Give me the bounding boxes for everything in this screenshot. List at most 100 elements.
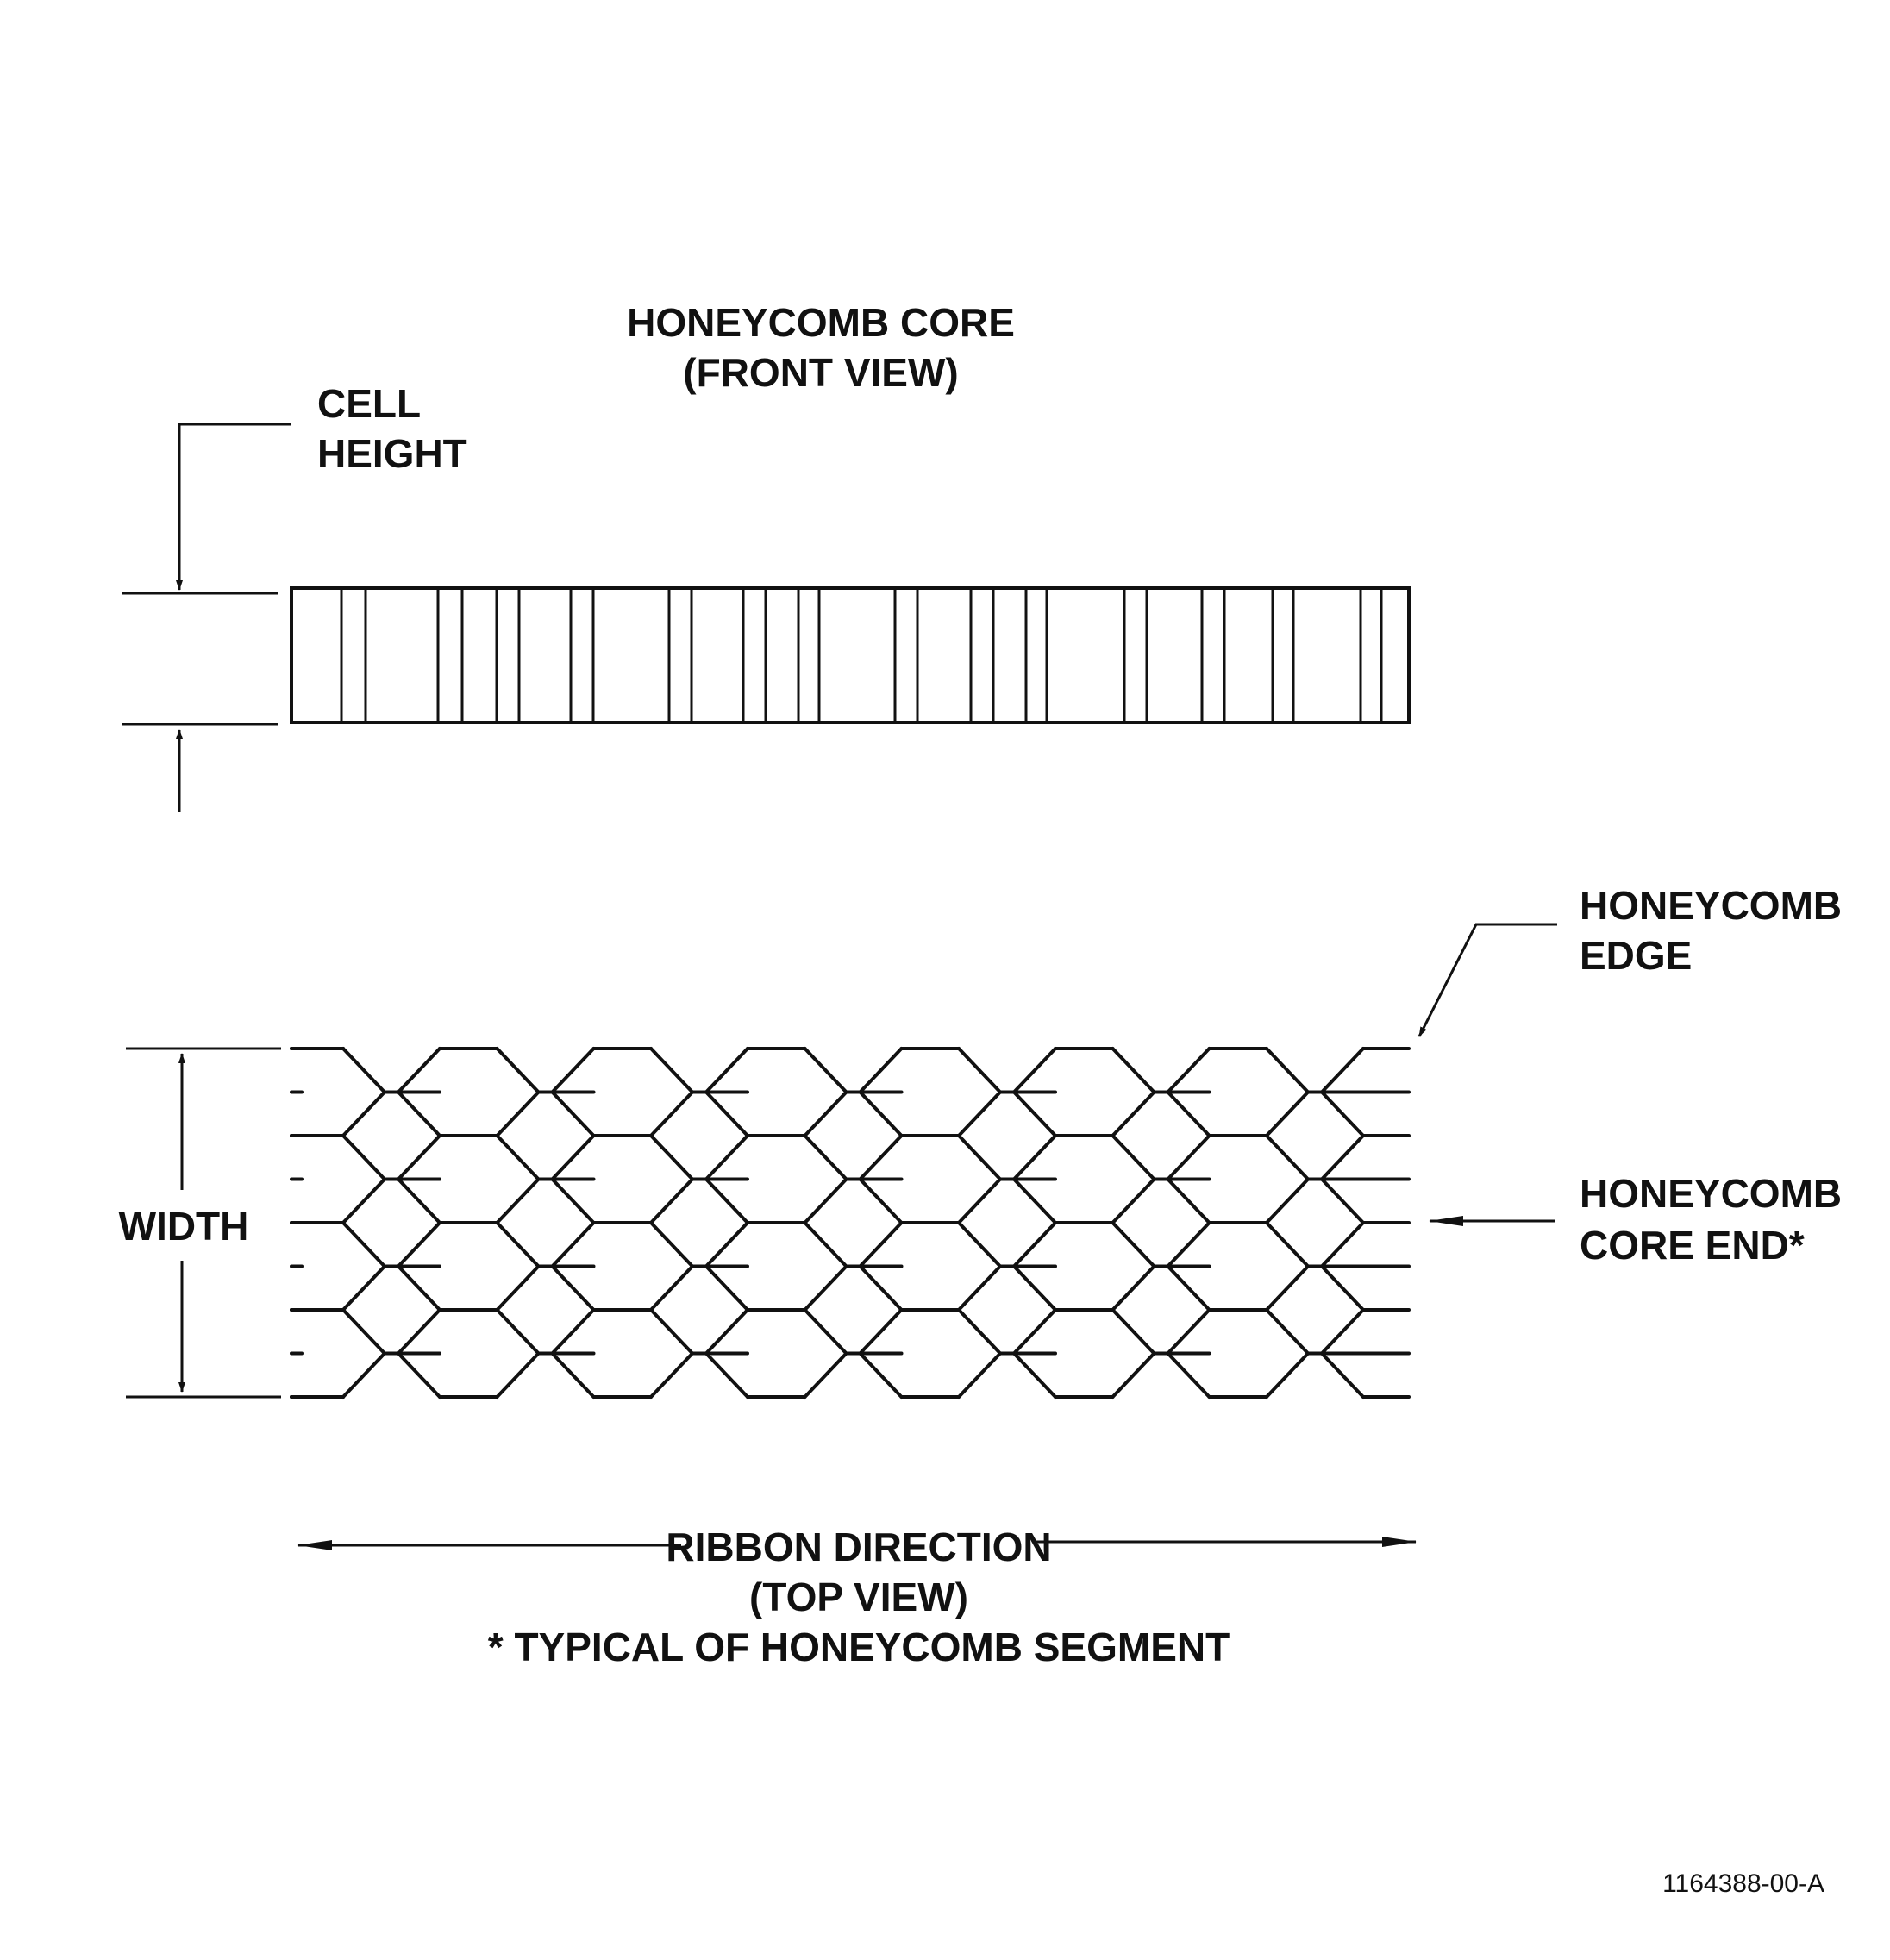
hex-edge [858,1221,904,1268]
hex-edge [1111,1090,1156,1137]
hex-edge [957,1047,1002,1094]
hex-edge [1012,1221,1057,1268]
hex-edge [858,1264,904,1312]
hex-edge [1265,1351,1310,1399]
hex-edge [649,1134,694,1181]
hex-edge [1012,1351,1057,1399]
hex-edge [1166,1047,1211,1094]
hex-edge [397,1090,441,1137]
hex-edge [495,1134,541,1181]
hex-edge [1166,1134,1211,1181]
hex-edge [1111,1351,1156,1399]
hex-edge [957,1351,1002,1399]
front-view-title: HONEYCOMB CORE [627,300,1015,345]
hex-edge [550,1177,596,1224]
hex-edge [957,1264,1002,1312]
hex-edge [495,1177,541,1224]
hex-edge [495,1351,541,1399]
hex-edge [1320,1351,1365,1399]
hex-edge [649,1090,694,1137]
hex-edge [1166,1308,1211,1356]
hex-edge [397,1308,441,1356]
hex-edge [803,1090,848,1137]
cell-height-label-line2: HEIGHT [317,431,467,476]
hex-edge [803,1134,848,1181]
hex-edge [858,1177,904,1224]
hex-edge [1320,1221,1365,1268]
front-view-core [290,586,1411,724]
hex-edge [1111,1177,1156,1224]
hex-edge [704,1177,749,1224]
hex-edge [397,1351,441,1399]
core-end-label-line1: HONEYCOMB [1580,1171,1842,1216]
top-view-subtitle: (TOP VIEW) [749,1575,968,1619]
hex-edge [397,1177,441,1224]
front-view-cell-walls [340,590,1383,721]
hex-edge [550,1308,596,1356]
hex-edge [1265,1177,1310,1224]
ribbon-direction-label: RIBBON DIRECTION [666,1525,1051,1569]
hex-edge [495,1221,541,1268]
hex-edge [704,1308,749,1356]
hex-edge [341,1308,386,1356]
hex-edge [550,1221,596,1268]
hex-edge [704,1351,749,1399]
hex-edge [495,1047,541,1094]
hex-edge [1012,1264,1057,1312]
hex-edge [1012,1308,1057,1356]
hex-edge [704,1221,749,1268]
hex-edge [1320,1134,1365,1181]
hex-edge [1320,1264,1365,1312]
hex-edge [550,1134,596,1181]
hex-edge [858,1134,904,1181]
hex-edge [341,1090,386,1137]
hex-edge [1012,1090,1057,1137]
hex-edge [1111,1264,1156,1312]
hex-edge [704,1134,749,1181]
hex-edge [858,1351,904,1399]
hex-edge [858,1047,904,1094]
hex-edge [341,1351,386,1399]
hex-edge [341,1221,386,1268]
hex-edge [495,1264,541,1312]
hex-edge [397,1221,441,1268]
honeycomb-edge-label-line2: EDGE [1580,933,1692,978]
hex-edge [397,1134,441,1181]
hex-edge [550,1090,596,1137]
cell-height-label-line1: CELL [317,381,421,426]
hex-edge [1265,1090,1310,1137]
hex-edge [397,1047,441,1094]
hex-edge [803,1047,848,1094]
hex-edge [858,1090,904,1137]
core-end-label-line2: CORE END* [1580,1223,1805,1268]
hex-edge [1320,1047,1365,1094]
hex-edge [803,1351,848,1399]
honeycomb-edge-leader [1418,923,1557,1037]
hex-edge [704,1047,749,1094]
footnote-typical-segment: * TYPICAL OF HONEYCOMB SEGMENT [488,1625,1230,1669]
hex-edge [550,1047,596,1094]
hex-edge [1012,1047,1057,1094]
hex-edge [649,1351,694,1399]
hex-edge [341,1047,386,1094]
hex-edge [649,1264,694,1312]
hex-edge [495,1308,541,1356]
honeycomb-top-view [290,1047,1411,1399]
hex-edge [957,1308,1002,1356]
hex-edge [1012,1134,1057,1181]
hex-edge [341,1134,386,1181]
hex-edge [649,1177,694,1224]
hex-edge [1265,1221,1310,1268]
hex-edge [550,1351,596,1399]
hex-edge [1166,1177,1211,1224]
hex-edge [803,1221,848,1268]
hex-edge [803,1308,848,1356]
width-label: WIDTH [119,1204,249,1249]
hex-edge [341,1264,386,1312]
hex-edge [1012,1177,1057,1224]
hex-edge [1166,1351,1211,1399]
hex-edge [1111,1134,1156,1181]
hex-edge [957,1090,1002,1137]
cell-height-leader [176,423,291,591]
